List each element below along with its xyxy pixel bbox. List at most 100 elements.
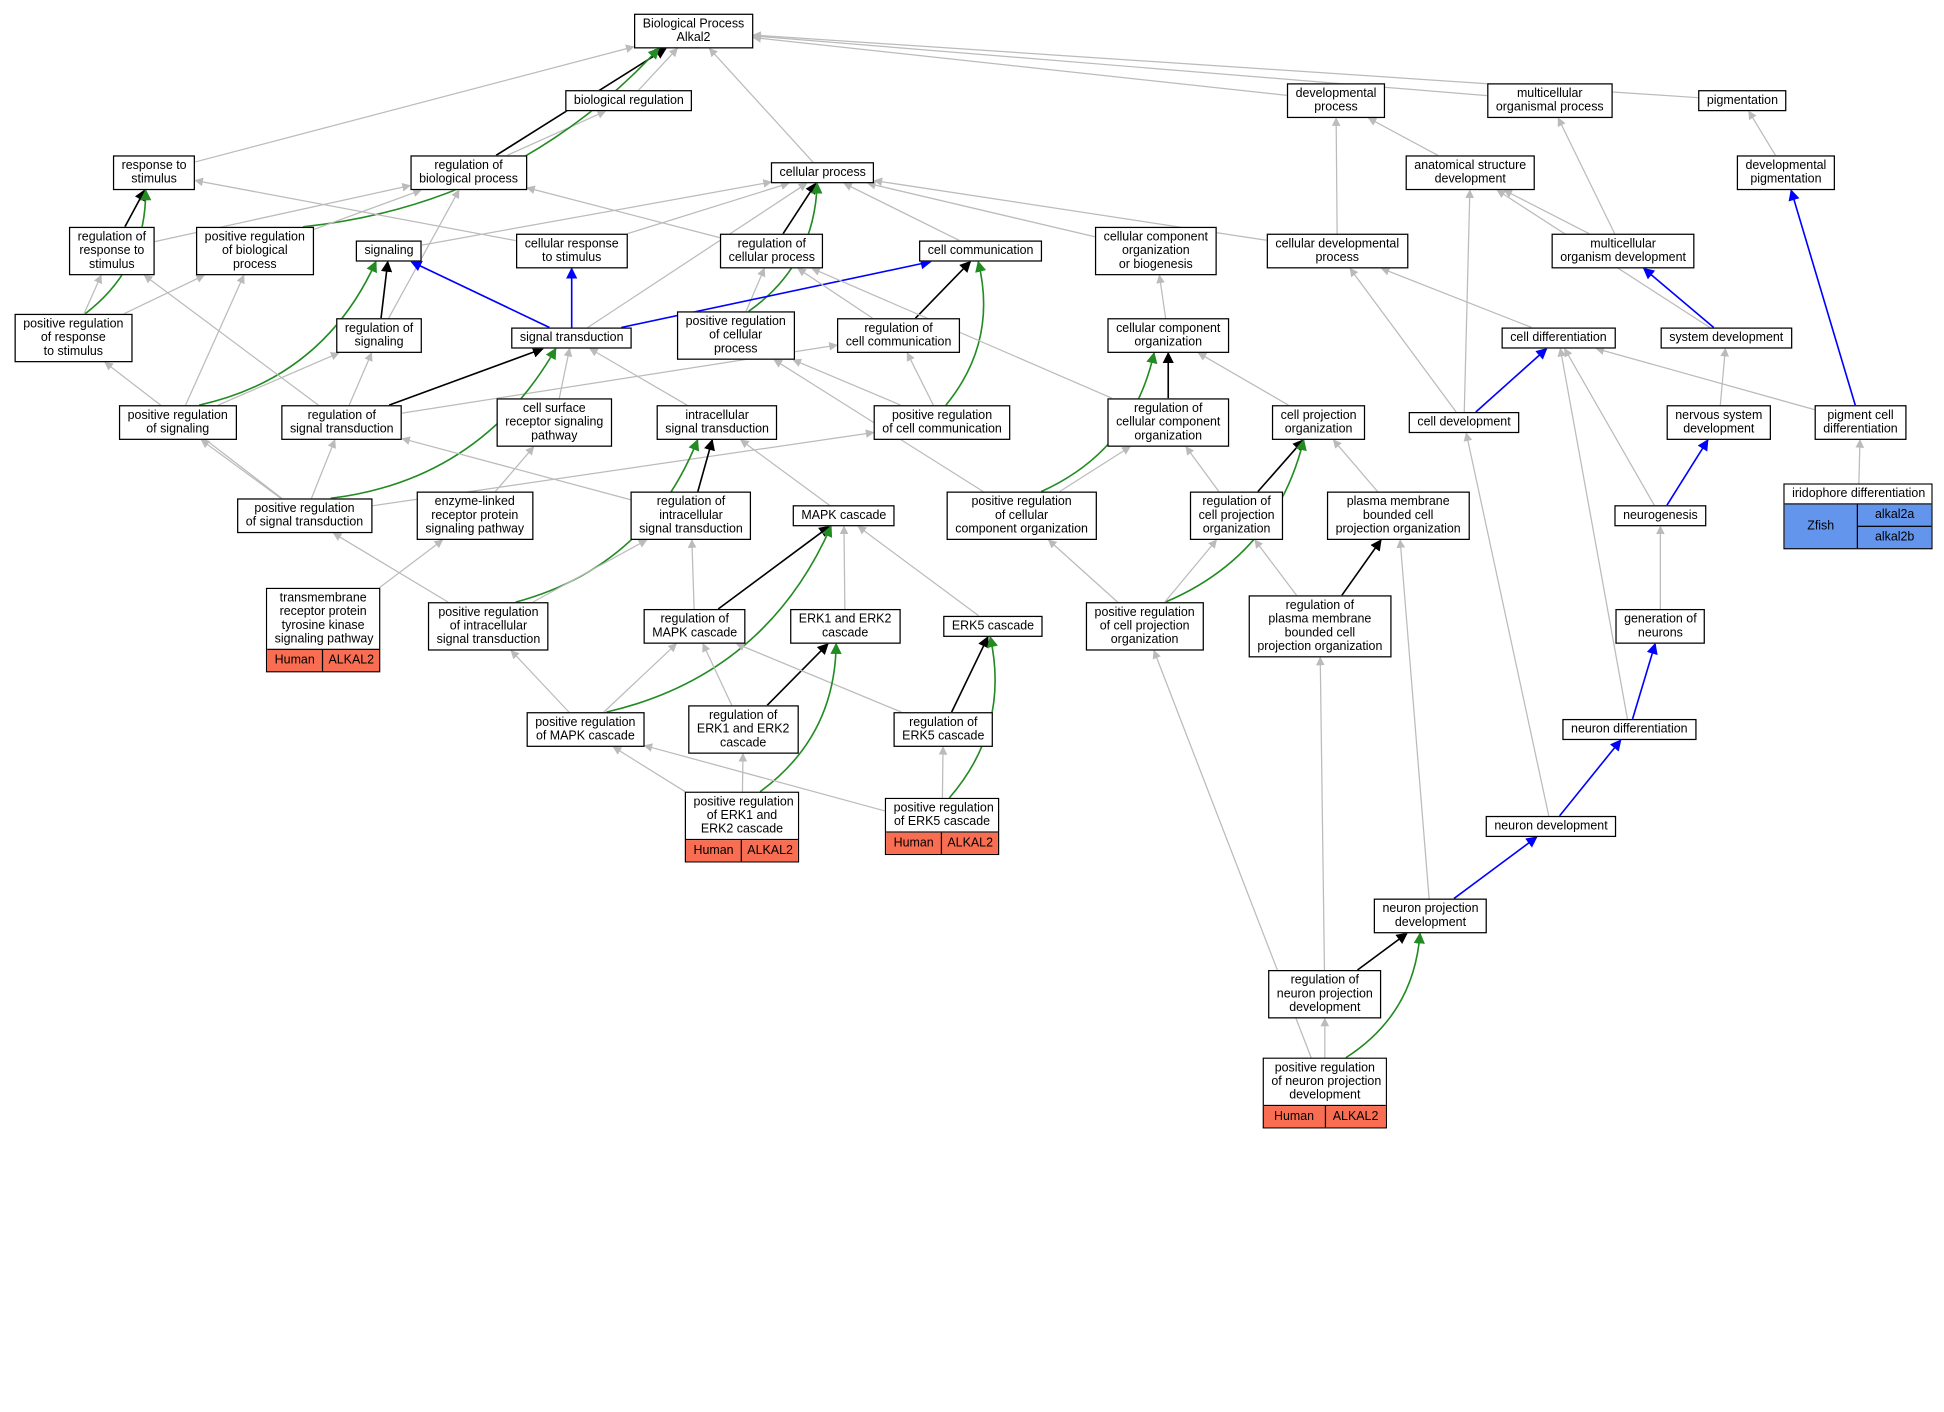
go-term-cell-comm[interactable]: cell communication [919, 240, 1042, 261]
go-term-label: system development [1669, 331, 1783, 345]
go-term-label: signaling [345, 336, 413, 350]
edge-is-a [1060, 447, 1130, 492]
go-term-label: cell projection [1199, 509, 1275, 523]
go-term-sig-trans[interactable]: signal transduction [511, 327, 632, 348]
go-term-label: multicellular [1496, 87, 1604, 101]
edge-is-a [1186, 447, 1219, 492]
go-term-erk5[interactable]: ERK5 cascade [943, 616, 1043, 637]
go-term-cell-dev[interactable]: cell development [1409, 412, 1520, 433]
go-term-label: cell communication [846, 336, 952, 350]
go-term-cell-diff[interactable]: cell differentiation [1502, 327, 1616, 348]
go-term-pigmentation[interactable]: pigmentation [1698, 90, 1787, 111]
edge-is-a [1159, 275, 1165, 318]
go-term-sys-dev[interactable]: system development [1661, 327, 1792, 348]
go-term-label: of cell communication [882, 423, 1002, 437]
edge-is-a [1320, 657, 1324, 970]
go-term-biol-reg[interactable]: biological regulation [565, 90, 692, 111]
edge-regulates [952, 637, 988, 712]
edge-layer [0, 0, 1944, 1136]
go-term-label: process [205, 258, 305, 272]
go-term-label: of MAPK cascade [535, 730, 635, 744]
go-term-signaling[interactable]: signaling [356, 240, 422, 261]
edge-regulates [915, 262, 970, 319]
edge-part-of [1791, 190, 1855, 405]
go-term-label: of intracellular [437, 620, 541, 634]
go-term-cell-proc[interactable]: cellular process [771, 162, 875, 183]
edge-is-a [533, 540, 647, 602]
go-term-label: regulation of [78, 231, 146, 245]
edge-is-a [1565, 349, 1655, 506]
gene-cell[interactable]: ALKAL2 [942, 833, 998, 854]
edge-is-a [1336, 118, 1337, 234]
go-term-label: signal transduction [437, 633, 541, 647]
go-term-neurogenesis[interactable]: neurogenesis [1614, 505, 1706, 526]
gene-cell[interactable]: alkal2b [1858, 527, 1931, 548]
gene-cell[interactable]: alkal2a [1858, 505, 1931, 527]
gene-cell[interactable]: ALKAL2 [323, 650, 379, 671]
go-term-label: process [1296, 101, 1377, 115]
go-term-neuron-diff[interactable]: neuron differentiation [1562, 719, 1696, 740]
go-term-label: regulation of [697, 709, 790, 723]
go-term-neuron-dev[interactable]: neuron development [1486, 816, 1617, 837]
go-term-label: regulation of [639, 495, 743, 509]
go-term-label: positive regulation [955, 495, 1088, 509]
go-term-label: signaling [364, 244, 413, 258]
edge-part-of [1667, 440, 1708, 505]
gene-cell[interactable]: ALKAL2 [742, 840, 798, 861]
go-term-mapk[interactable]: MAPK cascade [793, 505, 895, 526]
annotated-term-label: positive regulation [894, 802, 991, 816]
gene-cell[interactable]: ALKAL2 [1325, 1106, 1385, 1127]
